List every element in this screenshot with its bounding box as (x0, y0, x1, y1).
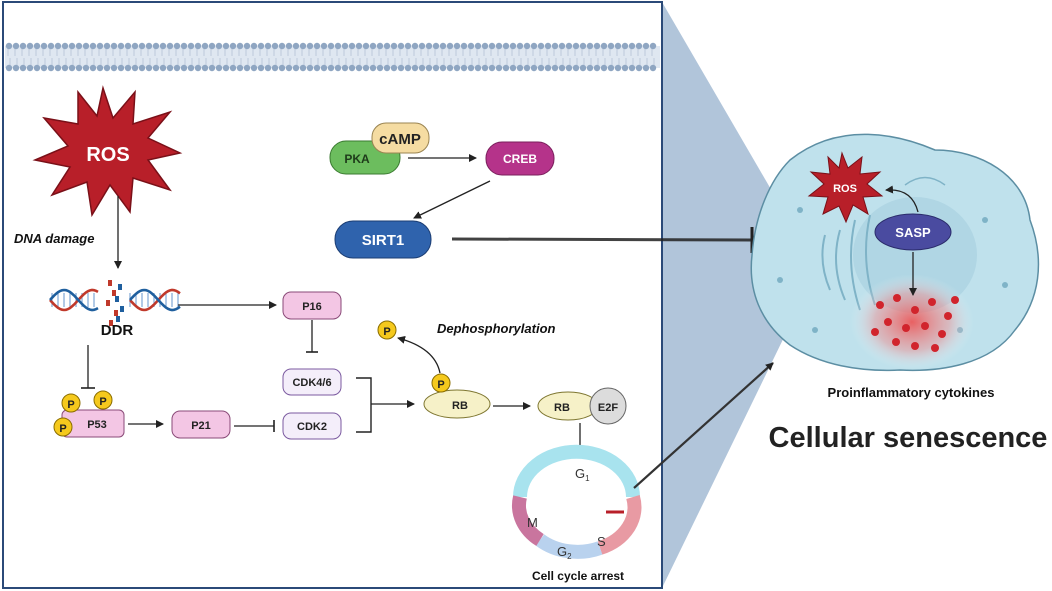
dephosphorylation-label: Dephosphorylation (437, 321, 556, 336)
g1-label: G1 (575, 466, 590, 483)
p53-node: P53 (61, 409, 125, 438)
cell-ros-label: ROS (833, 183, 857, 195)
p16-node: P16 (282, 291, 342, 320)
s-label: S (597, 534, 606, 549)
svg-text:P: P (59, 423, 66, 435)
arrest-to-senescence-arrow (633, 362, 774, 489)
phospho-p53-2: P (93, 390, 113, 410)
sasp-node: SASP (874, 213, 952, 251)
p16-label: P16 (302, 301, 322, 313)
zoom-projection (662, 2, 790, 588)
rb-e2f-complex: RB E2F (537, 387, 627, 425)
cellular-senescence-title: Cellular senescence (769, 422, 1048, 454)
camp-label: cAMP (379, 131, 421, 148)
dna-damage-label: DNA damage (14, 231, 94, 246)
p53-label: P53 (87, 419, 107, 431)
sirt1-label: SIRT1 (362, 232, 405, 249)
creb-to-sirt1-arrow (413, 180, 491, 219)
ros-star: ROS (32, 85, 183, 218)
dephosphorylation-arrow (397, 335, 441, 374)
pka-label: PKA (344, 152, 370, 166)
cell-ros-star: ROS (807, 151, 884, 224)
ros-label: ROS (86, 144, 129, 166)
creb-label: CREB (503, 152, 537, 166)
proinflammatory-label: Proinflammatory cytokines (828, 385, 995, 400)
phospho-p53-3: P (53, 417, 73, 437)
e2f-label: E2F (598, 402, 618, 414)
cell-membrane (5, 42, 660, 72)
camp-node: cAMP (371, 122, 430, 154)
m-label: M (527, 515, 538, 530)
cell-cycle-ring: G1 S G2 M (512, 444, 642, 561)
free-phosphate: P (377, 320, 397, 340)
p21-node: P21 (171, 410, 231, 439)
phospho-rb: P (431, 373, 451, 393)
cytokine-particles (871, 294, 959, 352)
sasp-label: SASP (895, 225, 931, 240)
dna-icon (49, 280, 181, 326)
svg-text:P: P (99, 396, 106, 408)
svg-text:P: P (437, 379, 444, 391)
sasp-to-ros-arrow (885, 185, 919, 213)
inflammation-glow (850, 274, 974, 370)
cdk46-label: CDK4/6 (292, 377, 331, 389)
sirt1-node: SIRT1 (334, 220, 432, 259)
p21-label: P21 (191, 420, 211, 432)
svg-text:P: P (383, 326, 390, 338)
ddr-label: DDR (101, 322, 134, 339)
cdk46-node: CDK4/6 (282, 368, 342, 396)
svg-text:RB: RB (554, 402, 570, 414)
creb-node: CREB (485, 141, 555, 176)
cdk2-label: CDK2 (297, 421, 327, 433)
cell-cycle-arrest-label: Cell cycle arrest (532, 569, 624, 583)
sirt1-inhibit-line (451, 237, 753, 242)
g2-label: G2 (557, 544, 572, 561)
rb-label: RB (452, 400, 468, 412)
cdk-bracket (356, 377, 372, 433)
rb-node: RB (423, 389, 491, 419)
phospho-p53-1: P (61, 393, 81, 413)
cdk2-node: CDK2 (282, 412, 342, 440)
svg-text:P: P (67, 399, 74, 411)
